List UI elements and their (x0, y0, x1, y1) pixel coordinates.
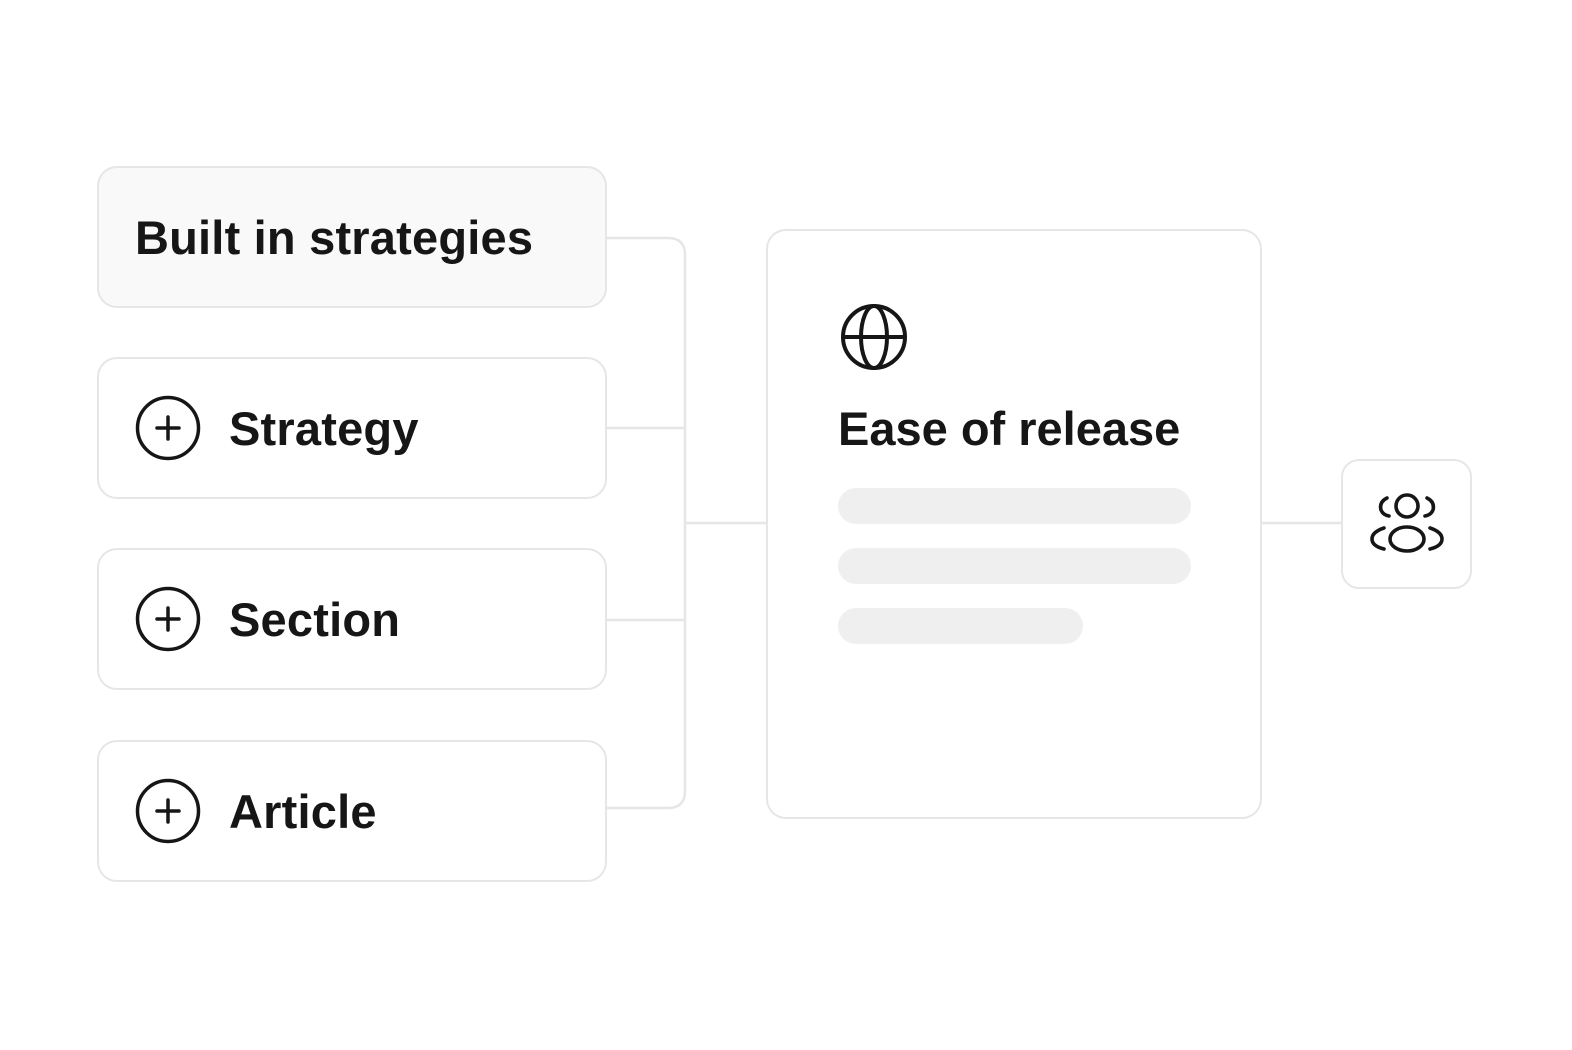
users-icon (1369, 493, 1444, 553)
audience-card[interactable] (1341, 459, 1472, 589)
strategy-label: Strategy (229, 401, 419, 455)
section-label: Section (229, 592, 401, 646)
target-title: Ease of release (838, 402, 1181, 455)
plus-circle-icon[interactable] (135, 778, 201, 844)
placeholder-line (838, 548, 1191, 584)
plus-circle-icon[interactable] (135, 395, 201, 461)
globe-icon (841, 304, 907, 370)
placeholder-line (838, 608, 1083, 644)
placeholder-line (838, 488, 1191, 524)
header-label: Built in strategies (135, 210, 534, 264)
connector-header (607, 236, 687, 523)
article-label: Article (229, 784, 377, 838)
strategy-card[interactable]: Strategy (97, 357, 607, 499)
article-card[interactable]: Article (97, 740, 607, 882)
built-in-strategies-header: Built in strategies (97, 166, 607, 308)
ease-of-release-card[interactable]: Ease of release (766, 229, 1262, 819)
plus-circle-icon[interactable] (135, 586, 201, 652)
connector-article (607, 523, 687, 810)
section-card[interactable]: Section (97, 548, 607, 690)
